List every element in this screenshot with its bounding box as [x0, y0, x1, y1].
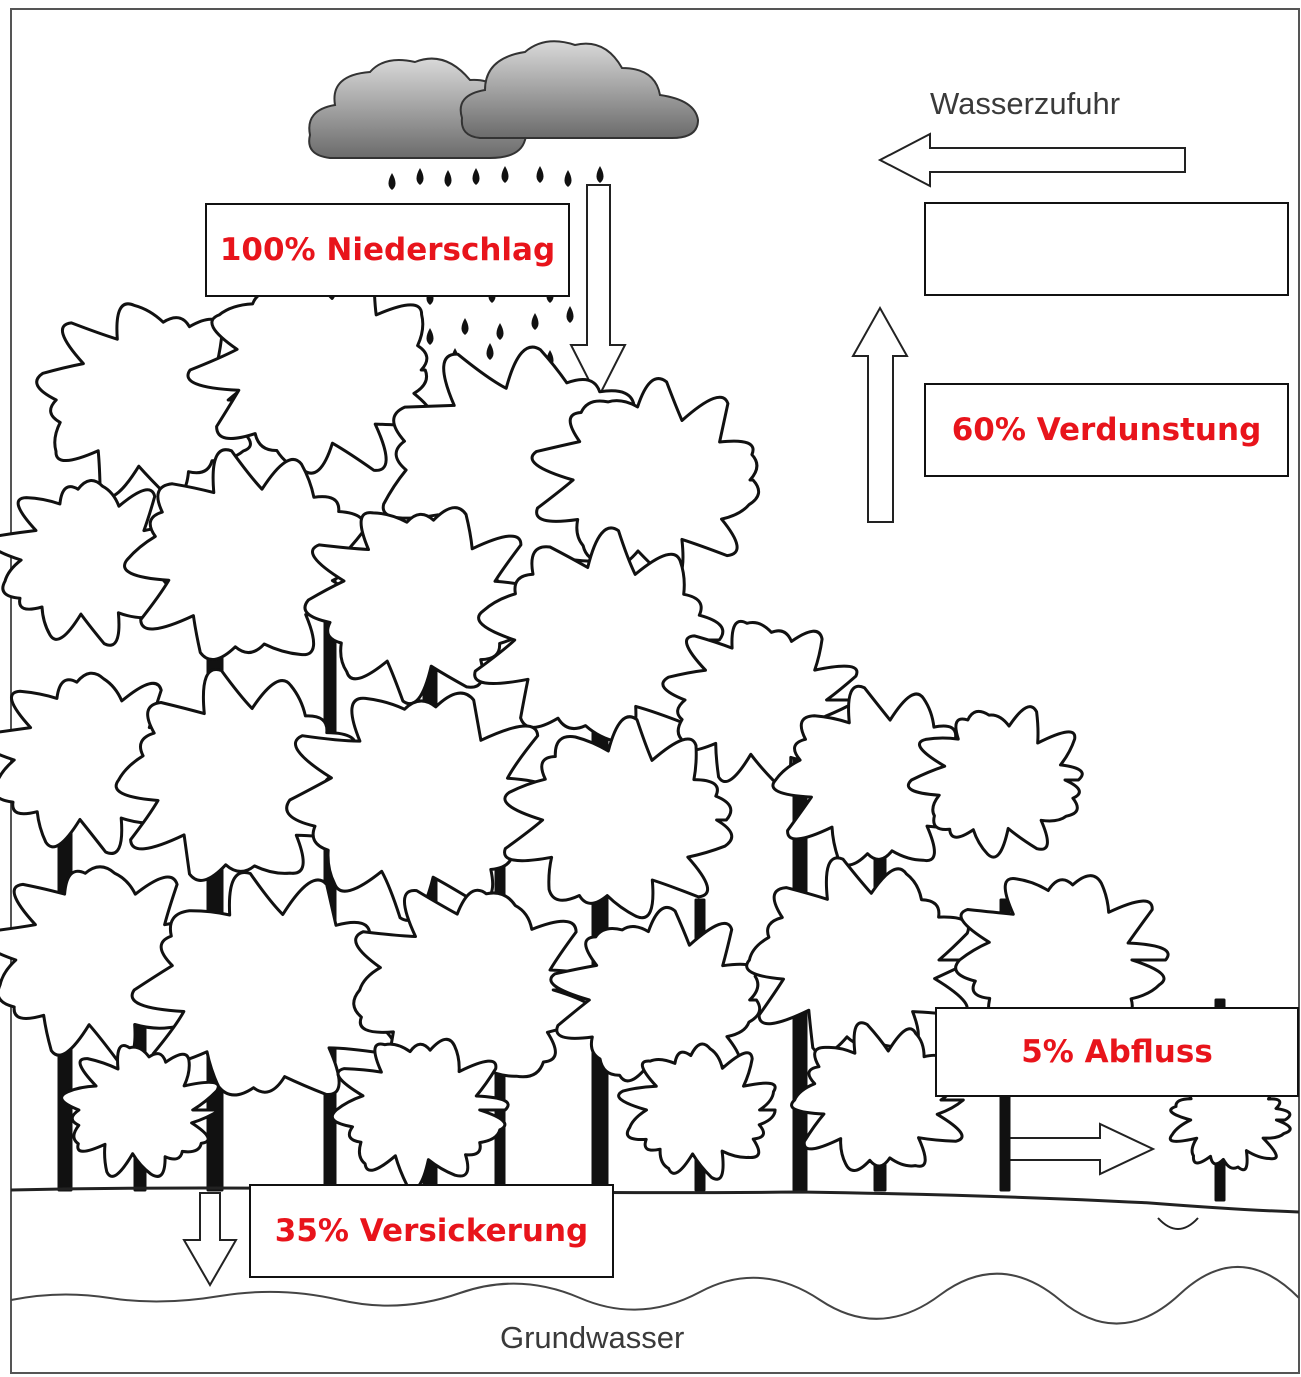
abfluss-label: 5% Abfluss [935, 1007, 1299, 1097]
rain-drop [536, 166, 544, 183]
rain-drop [426, 328, 434, 345]
arrow-up-icon [851, 305, 909, 523]
tree-canopy [60, 1044, 222, 1178]
rain-drop [486, 343, 494, 360]
tree-canopy [617, 1042, 777, 1181]
groundwater-line [10, 1266, 1300, 1325]
tree-canopy [0, 865, 219, 1063]
tree-canopy [130, 870, 398, 1097]
rain-drop [444, 170, 452, 187]
empty-label-box[interactable] [924, 202, 1289, 296]
tree-canopy [0, 479, 188, 647]
rain-drop [564, 170, 572, 187]
arrow-down-icon [182, 1192, 238, 1287]
niederschlag-label: 100% Niederschlag [205, 203, 570, 297]
rain-drop [596, 166, 604, 183]
arrow-right-icon [1004, 1122, 1156, 1176]
rain-drop [496, 323, 504, 340]
arrow-left-icon [877, 132, 1186, 188]
tree-canopy [906, 705, 1084, 859]
rain-drop [388, 173, 396, 190]
arrow-down-icon [569, 184, 627, 401]
tree-canopy [114, 668, 364, 882]
rain-drop [531, 313, 539, 330]
rain-drop [566, 306, 574, 323]
tree-canopy [530, 377, 761, 583]
verdunstung-label: 60% Verdunstung [924, 383, 1289, 477]
puddle-icon [1157, 1217, 1199, 1230]
tree-canopy [303, 506, 538, 706]
rain-drop [472, 168, 480, 185]
rain-drop [501, 166, 509, 183]
wasserzufuhr-caption: Wasserzufuhr [930, 86, 1121, 121]
tree-canopy [473, 526, 725, 745]
tree-canopy [503, 715, 734, 920]
cloud-icon [308, 40, 700, 159]
rain-drop [461, 318, 469, 335]
tree-canopy [790, 1021, 965, 1172]
rain-drop [416, 168, 424, 185]
tree-canopy [330, 1037, 510, 1191]
grundwasser-caption: Grundwasser [500, 1320, 685, 1355]
versickerung-label: 35% Versickerung [249, 1184, 614, 1278]
tree-canopy [771, 684, 984, 867]
